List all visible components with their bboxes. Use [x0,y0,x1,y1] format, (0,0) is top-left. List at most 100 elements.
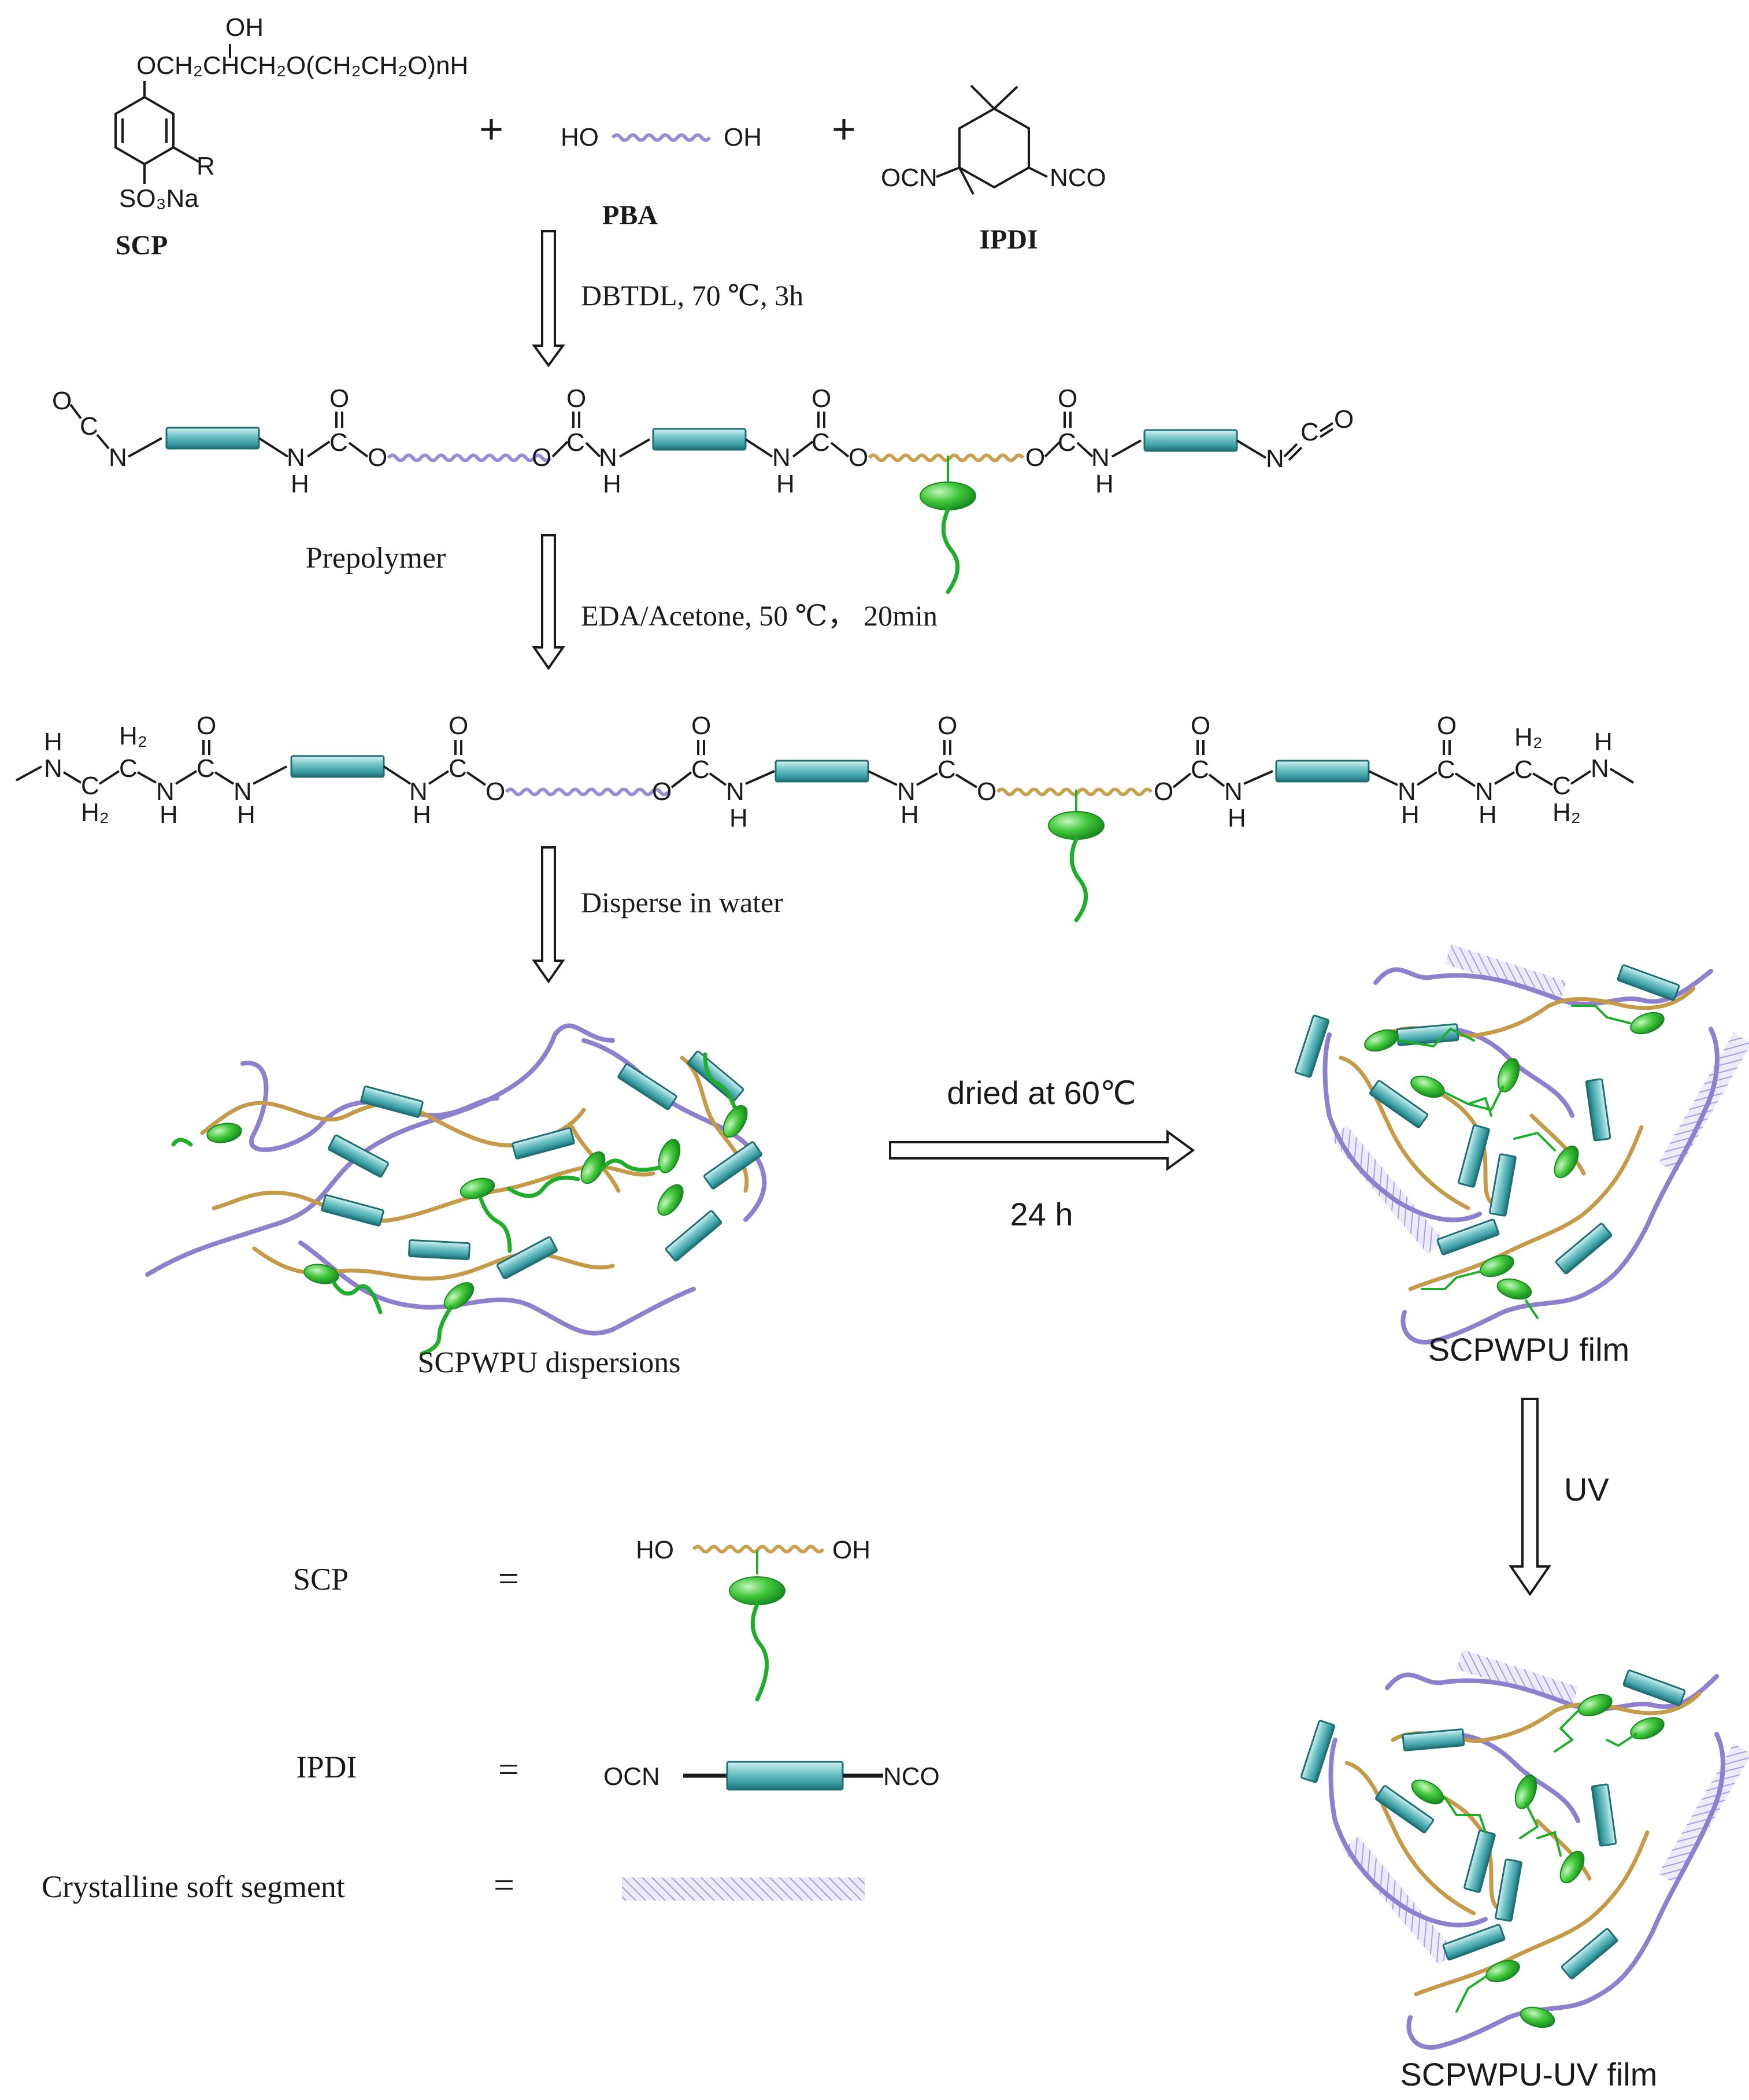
pba-structure: HO OH PBA [561,123,762,231]
svg-text:O: O [1025,443,1045,472]
svg-text:NCO: NCO [883,1762,940,1791]
svg-text:O: O [652,777,672,806]
svg-text:N: N [897,777,916,806]
step3-conditions: Disperse in water [581,886,783,918]
svg-text:OH: OH [832,1536,870,1564]
svg-text:C: C [1058,428,1076,457]
svg-text:O: O [1437,712,1457,740]
svg-text:C: C [449,754,467,783]
step1-conditions: DBTDL, 70 ℃, 3h [581,279,803,312]
svg-text:C: C [81,772,99,800]
legend-ipdi-equals: = [498,1749,519,1790]
svg-text:H: H [237,801,255,829]
svg-text:C: C [811,428,830,457]
svg-text:O: O [532,443,551,472]
reaction-arrow-2 [532,534,565,671]
dispersion-cartoon [145,1023,767,1356]
svg-text:N: N [409,777,428,806]
legend-crystalline-equals: = [494,1864,514,1905]
svg-text:O: O [1154,777,1173,806]
scp-label: SCP [116,230,168,261]
uv-arrow [1509,1398,1551,1597]
pba-oh-label: OH [724,123,762,151]
svg-text:O: O [1058,384,1077,413]
plus-sign-2: + [832,106,856,153]
ipdi-nco-label: NCO [1050,164,1106,192]
svg-text:N: N [234,777,252,806]
svg-text:C: C [1300,418,1319,446]
svg-text:O: O [566,384,586,413]
svg-text:H: H [1401,801,1420,829]
svg-text:C: C [1552,772,1571,800]
svg-text:O: O [329,384,349,413]
legend-scp-label: SCP [293,1562,349,1597]
prepolymer-structure: O C N N H C O O O C O N H N H C O O [52,384,1354,594]
svg-text:C: C [197,754,215,783]
svg-text:O: O [449,712,468,740]
svg-text:N: N [1475,777,1494,806]
drying-time-label: 24 h [1010,1196,1073,1232]
uv-label: UV [1564,1471,1609,1508]
legend-scp-symbol: HO OH [636,1536,870,1702]
svg-text:H: H [729,804,748,832]
svg-text:O: O [691,712,711,740]
legend-crystalline-label: Crystalline soft segment [42,1869,345,1904]
svg-text:O: O [938,712,957,740]
svg-text:C: C [329,428,348,457]
svg-text:N: N [156,777,175,806]
svg-text:H: H [44,728,62,756]
svg-text:N: N [1224,777,1243,806]
svg-text:H: H [1228,804,1246,832]
svg-text:N: N [1591,754,1609,783]
legend-scp-equals: = [498,1558,519,1599]
drying-arrow [889,1129,1195,1171]
pba-label: PBA [602,200,658,231]
legend-crystalline-symbol [622,1877,865,1901]
svg-text:C: C [1437,755,1455,784]
extended-polymer-structure: N H C H₂ C H₂ N H C O N H N H C O O O C … [16,712,1635,923]
uv-film-label: SCPWPU-UV film [1400,2056,1658,2092]
pba-ho-label: HO [561,123,599,151]
scp-structure: OH OCH₂CHCH₂O(CH₂CH₂O)nH R SO₃Na SCP [114,13,468,261]
svg-text:H: H [776,470,795,498]
svg-text:H: H [1095,470,1114,498]
svg-text:N: N [599,443,617,472]
svg-text:N: N [726,777,744,806]
svg-text:H₂: H₂ [81,798,109,827]
svg-text:OCN: OCN [603,1762,660,1791]
scp-r-label: R [197,152,215,180]
svg-text:HO: HO [636,1536,674,1564]
svg-text:O: O [197,712,216,740]
svg-text:O: O [368,443,387,472]
ipdi-label: IPDI [979,224,1037,255]
svg-text:C: C [938,755,956,784]
ipdi-ocn-label: OCN [881,164,938,192]
scp-chain-label: OCH₂CHCH₂O(CH₂CH₂O)nH [136,51,468,80]
svg-text:N: N [1091,443,1110,472]
svg-text:H: H [1594,728,1613,756]
reaction-arrow-1 [532,230,565,368]
svg-text:O: O [52,387,72,415]
svg-text:O: O [977,777,996,806]
scp-oh-label: OH [225,13,264,42]
svg-text:H: H [603,470,621,498]
svg-text:C: C [119,754,138,783]
uv-film-cartoon [1300,1649,1749,2050]
reaction-arrow-3 [532,846,565,984]
svg-text:O: O [811,384,831,413]
svg-text:H: H [901,801,919,829]
scp-so3na-label: SO₃Na [119,184,199,213]
svg-text:O: O [486,777,505,806]
ipdi-structure: OCN NCO IPDI [881,84,1106,255]
svg-text:H: H [1479,801,1497,829]
film-label: SCPWPU film [1428,1331,1629,1368]
legend-ipdi-label: IPDI [297,1750,357,1784]
dispersion-label: SCPWPU dispersions [417,1346,680,1379]
svg-text:C: C [1191,755,1209,784]
svg-text:H₂: H₂ [1552,798,1581,827]
svg-text:H: H [160,801,178,829]
legend-ipdi-symbol: OCN NCO [603,1761,940,1791]
svg-text:N: N [1266,445,1284,473]
svg-text:O: O [1191,712,1210,740]
